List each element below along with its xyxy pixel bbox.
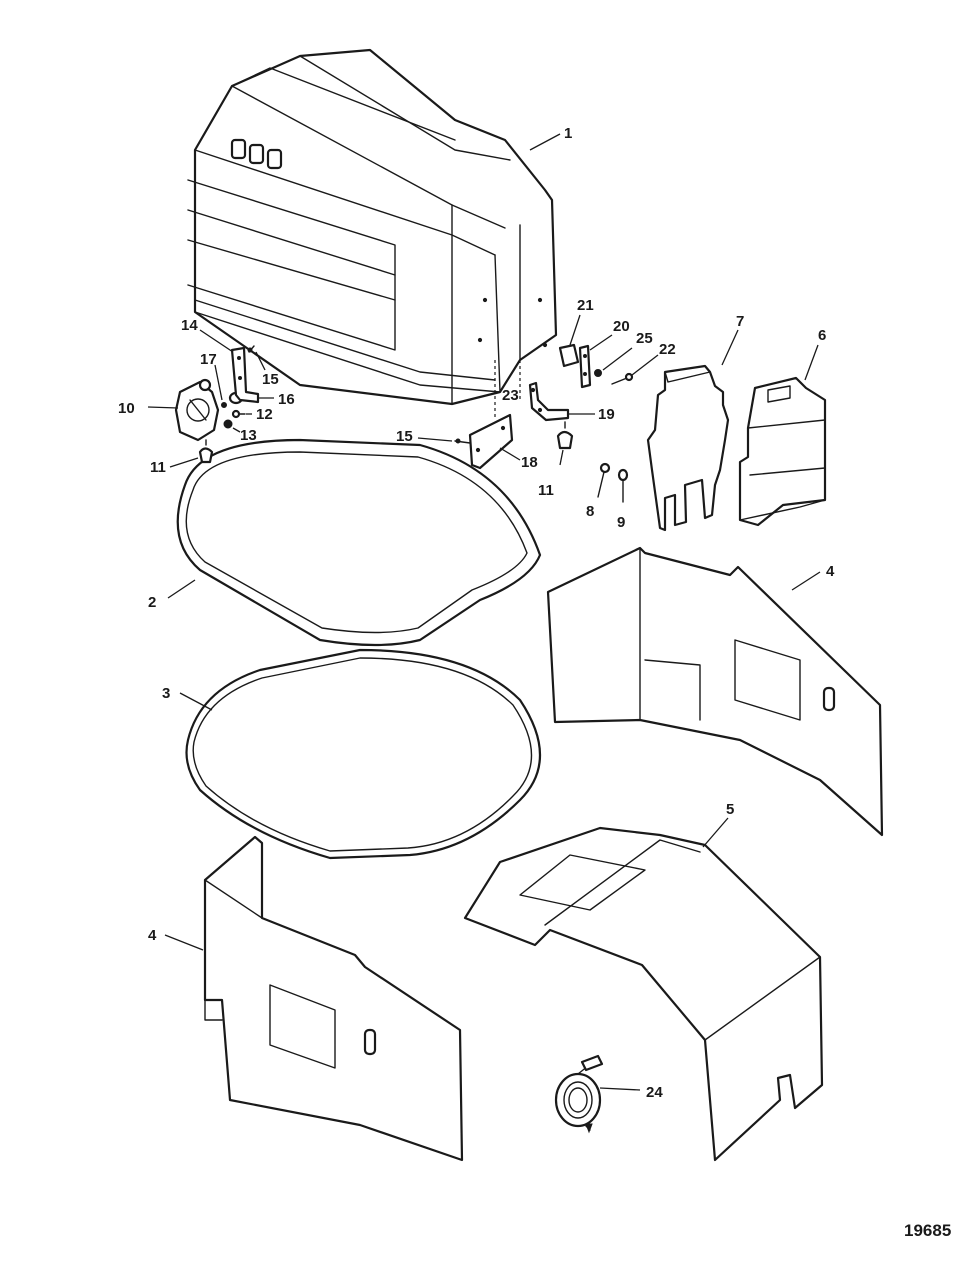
insulation-panel-left	[203, 835, 464, 1162]
leader-14	[199, 329, 234, 353]
rear-insulation	[646, 364, 730, 532]
callout-4a: 4	[826, 563, 835, 580]
callout-20: 20	[613, 318, 630, 335]
top-cowl	[187, 48, 558, 406]
callout-2: 2	[148, 594, 156, 611]
callout-15b: 15	[396, 428, 413, 445]
plate-18	[468, 413, 514, 470]
leader-25	[602, 347, 633, 371]
cowl-pad	[185, 648, 541, 860]
rear-cover	[738, 376, 827, 527]
leader-13	[232, 427, 241, 433]
callout-13: 13	[240, 427, 257, 444]
screw-15-right	[454, 438, 471, 444]
callout-7: 7	[736, 313, 744, 330]
latch-19	[528, 381, 570, 422]
leader-4a	[791, 571, 821, 591]
washer-25	[594, 369, 602, 377]
callout-6: 6	[818, 327, 826, 344]
callout-12: 12	[256, 406, 273, 423]
leader-10	[147, 406, 179, 409]
callout-18: 18	[521, 454, 538, 471]
leader-18	[499, 447, 521, 461]
screw-8	[597, 462, 611, 498]
leader-7	[721, 329, 739, 366]
leader-21	[569, 314, 581, 346]
hinge-20	[578, 344, 592, 389]
leader-4b	[164, 934, 204, 951]
leader-5	[702, 817, 729, 848]
callout-11a: 11	[150, 459, 166, 476]
block-21	[558, 343, 580, 368]
leader-15a	[255, 351, 266, 371]
bracket-14	[230, 346, 260, 404]
callout-11b: 11	[538, 482, 554, 499]
grommet-11-left	[198, 439, 214, 464]
callout-5: 5	[726, 801, 734, 818]
leader-2	[167, 579, 196, 599]
washer-13	[223, 419, 233, 429]
pin-17	[221, 402, 227, 408]
leader-20	[589, 334, 613, 351]
grommet-11-right	[556, 421, 574, 450]
leader-17	[214, 364, 223, 401]
leader-3	[179, 692, 213, 711]
screw-12	[231, 409, 246, 419]
callout-23: 23	[502, 387, 519, 404]
leader-1	[529, 133, 561, 151]
callout-22: 22	[659, 341, 676, 358]
screw-22	[611, 372, 634, 385]
screw-15-left	[247, 345, 255, 353]
washer-9	[617, 468, 629, 503]
callout-16: 16	[278, 391, 295, 408]
cowl-seal	[176, 438, 542, 647]
callout-17: 17	[200, 351, 217, 368]
callout-9: 9	[617, 514, 625, 531]
leader-24	[599, 1087, 641, 1091]
callout-15a: 15	[262, 371, 279, 388]
callout-8: 8	[586, 503, 594, 520]
insulation-cover	[463, 826, 824, 1162]
insulation-panel-right	[546, 546, 884, 837]
leader-11b	[559, 449, 564, 466]
callout-24: 24	[646, 1084, 663, 1101]
figure-number: 19685	[904, 1221, 951, 1240]
stud-23	[494, 360, 521, 420]
callout-1: 1	[564, 125, 572, 142]
callout-21: 21	[577, 297, 594, 314]
callout-14: 14	[181, 317, 198, 334]
callout-4b: 4	[148, 927, 157, 944]
leader-22	[631, 354, 659, 376]
callout-10: 10	[118, 400, 135, 417]
latch-10	[174, 378, 220, 442]
leader-11a	[169, 457, 199, 468]
leader-15b	[417, 437, 453, 442]
callout-3: 3	[162, 685, 170, 702]
leader-6	[804, 344, 819, 381]
grommet-24	[554, 1054, 604, 1134]
callout-25: 25	[636, 330, 653, 347]
callout-19: 19	[598, 406, 615, 423]
